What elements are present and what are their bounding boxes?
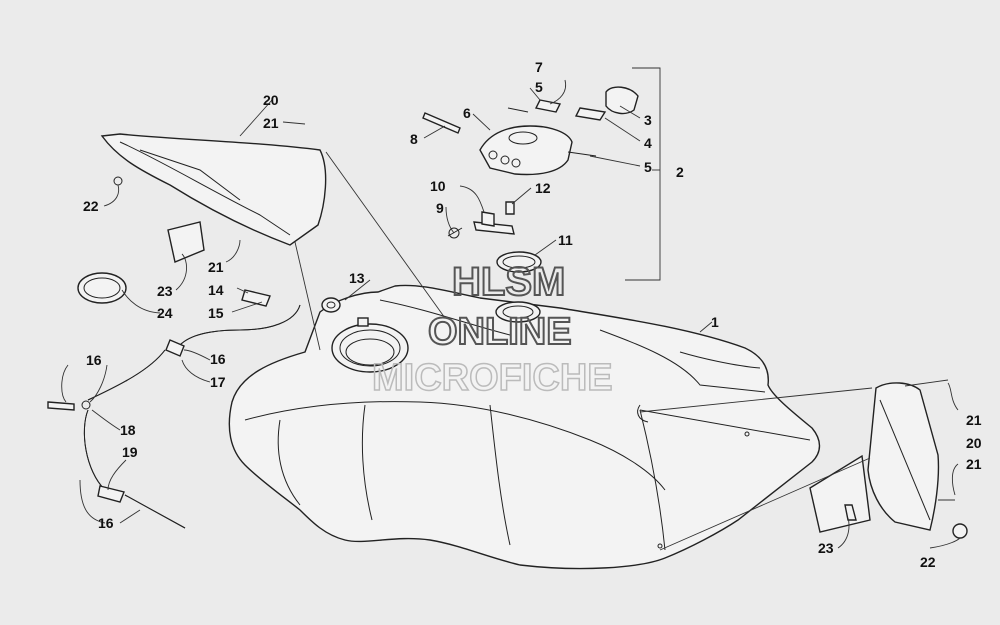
callout-13: 13 bbox=[349, 270, 365, 286]
watermark: HLSM ONLINE MICROFICHE bbox=[371, 259, 613, 400]
watermark-line1: HLSM bbox=[452, 260, 565, 304]
callout-23b: 23 bbox=[818, 540, 834, 556]
callout-21a: 21 bbox=[263, 115, 279, 131]
side-panel-left bbox=[100, 133, 327, 263]
callout-14: 14 bbox=[208, 282, 224, 298]
callout-16c: 16 bbox=[98, 515, 114, 531]
callout-9: 9 bbox=[436, 200, 444, 216]
callout-18: 18 bbox=[120, 422, 136, 438]
hose-clamp bbox=[77, 272, 127, 304]
callout-24: 24 bbox=[157, 305, 173, 321]
callout-1: 1 bbox=[711, 314, 719, 330]
callout-23a: 23 bbox=[157, 283, 173, 299]
callout-20b: 20 bbox=[966, 435, 982, 451]
side-panel-right bbox=[809, 382, 968, 539]
callout-21b: 21 bbox=[208, 259, 224, 275]
callout-10: 10 bbox=[430, 178, 446, 194]
callout-20a: 20 bbox=[263, 92, 279, 108]
callout-16a: 16 bbox=[86, 352, 102, 368]
pump-gasket bbox=[495, 251, 542, 323]
callout-19: 19 bbox=[122, 444, 138, 460]
callout-6: 6 bbox=[463, 105, 471, 121]
watermark-line2: ONLINE bbox=[428, 311, 572, 353]
small-parts bbox=[422, 86, 639, 157]
pump-bracket bbox=[447, 201, 515, 239]
callout-4: 4 bbox=[644, 135, 652, 151]
callout-21d: 21 bbox=[966, 456, 982, 472]
callout-5b: 5 bbox=[644, 159, 652, 175]
grommet bbox=[321, 297, 341, 313]
callout-15: 15 bbox=[208, 305, 224, 321]
leader-lines bbox=[61, 67, 961, 551]
callout-22b: 22 bbox=[920, 554, 936, 570]
fuel-pump-cap bbox=[479, 125, 573, 176]
callouts: 1 2 3 4 5 5 6 7 8 9 10 11 12 13 14 15 16… bbox=[83, 59, 982, 570]
callout-17: 17 bbox=[210, 374, 226, 390]
fuel-lines bbox=[47, 289, 301, 529]
callout-7: 7 bbox=[535, 59, 543, 75]
callout-2: 2 bbox=[676, 164, 684, 180]
callout-12: 12 bbox=[535, 180, 551, 196]
watermark-line3: MICROFICHE bbox=[372, 357, 613, 399]
callout-11: 11 bbox=[558, 232, 573, 248]
callout-21c: 21 bbox=[966, 412, 982, 428]
callout-5a: 5 bbox=[535, 79, 543, 95]
callout-3: 3 bbox=[644, 112, 652, 128]
callout-16b: 16 bbox=[210, 351, 226, 367]
callout-8: 8 bbox=[410, 131, 418, 147]
callout-22a: 22 bbox=[83, 198, 99, 214]
filler-neck bbox=[331, 317, 409, 373]
